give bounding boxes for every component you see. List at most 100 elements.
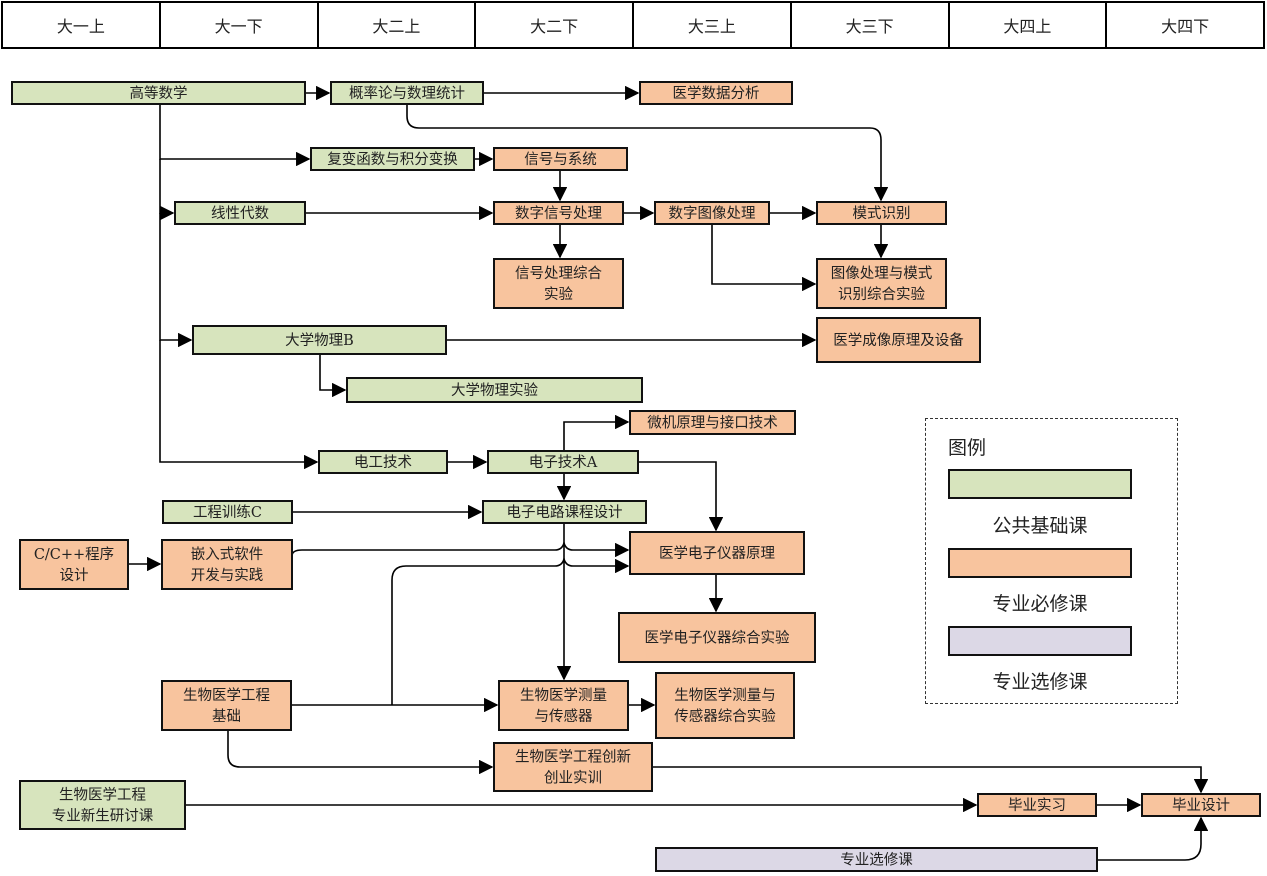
course-label: 设计 (60, 567, 89, 584)
course-zyxx: 专业选修课 (655, 847, 1098, 872)
legend-swatch-public-basic (948, 469, 1132, 499)
course-label: 识别综合实验 (838, 286, 925, 303)
course-box (655, 847, 1098, 872)
legend-swatch-major-elective (948, 626, 1132, 656)
course-label: 生物医学工程 (59, 787, 146, 804)
course-xxds: 线性代数 (174, 201, 306, 225)
course-yxcx: 医学成像原理及设备 (816, 317, 981, 363)
legend: 图例 公共基础课 专业必修课 专业选修课 (925, 418, 1178, 704)
course-label: 实验 (544, 286, 573, 303)
course-box (493, 742, 653, 792)
course-yxdzsy: 医学电子仪器综合实验 (618, 612, 816, 663)
course-label: 模式识别 (853, 205, 911, 222)
legend-label-major-required: 专业必修课 (992, 593, 1088, 615)
course-label: 微机原理与接口技术 (647, 415, 778, 432)
course-label: 电工技术 (354, 454, 412, 471)
course-label: 大学物理B (285, 332, 354, 349)
course-label: 生物医学工程 (183, 687, 270, 704)
course-wjyl: 微机原理与接口技术 (629, 410, 796, 435)
course-bysj: 毕业设计 (1141, 793, 1261, 817)
semester-cell: 大二上 (319, 3, 477, 47)
course-box (346, 377, 643, 403)
course-box (482, 500, 647, 524)
course-label: 创业实训 (544, 770, 602, 787)
semester-cell: 大四下 (1161, 17, 1210, 36)
course-dzjs: 电子技术A (487, 450, 639, 474)
course-label: 嵌入式软件 (191, 546, 264, 563)
edge-gdsx-to-dgjs (159, 340, 319, 470)
course-box (816, 317, 981, 363)
course-box (629, 531, 805, 575)
course-box (654, 201, 770, 225)
course-szxh: 数字信号处理 (493, 201, 624, 225)
course-label: 复变函数与积分变换 (327, 150, 458, 168)
edge-cxcy-to-bysj (652, 766, 1209, 794)
edges-layer (128, 85, 1209, 861)
legend-label-major-elective: 专业选修课 (992, 671, 1088, 693)
course-box (161, 680, 292, 731)
course-label: 电子电路课程设计 (507, 504, 623, 521)
course-label: 医学电子仪器综合实验 (645, 630, 790, 647)
semester-cell: 大二下 (476, 3, 634, 47)
course-gdsx: 高等数学 (11, 81, 306, 105)
semester-cell: 大三上 (634, 3, 792, 47)
course-label: 基础 (212, 708, 241, 725)
course-sztx: 数字图像处理 (654, 201, 770, 225)
course-label: 图像处理与模式 (831, 265, 933, 282)
edge-zyxx-to-bysj (1097, 816, 1209, 861)
course-box (192, 325, 447, 355)
course-box (310, 147, 475, 171)
course-label: 医学电子仪器原理 (659, 545, 775, 562)
semester-cell: 大一下 (161, 3, 319, 47)
course-label: 数字图像处理 (669, 205, 756, 222)
course-box (161, 539, 293, 590)
course-box (977, 793, 1097, 817)
course-box (174, 201, 306, 225)
course-label: 毕业设计 (1172, 797, 1230, 814)
legend-label-public-basic: 公共基础课 (992, 515, 1088, 537)
course-box (655, 672, 795, 739)
course-dzdl: 电子电路课程设计 (482, 500, 647, 524)
edge-sztx-to-txsy (711, 224, 817, 292)
semester-cell: 大一上 (3, 3, 161, 47)
course-box (318, 450, 448, 474)
course-label: 专业新生研讨课 (52, 808, 154, 825)
edge-gdsx-to-fbhs (159, 104, 311, 167)
course-label: 电子技术A (529, 454, 598, 471)
course-label: 生物医学测量与 (674, 687, 776, 704)
edge-dzjs-to-wjyl (563, 414, 630, 451)
course-box (19, 539, 129, 590)
course-box (1141, 793, 1261, 817)
edge-qrs-to-yxdz (291, 540, 630, 558)
course-label: 生物医学测量 (520, 687, 607, 704)
course-label: 信号处理综合 (515, 265, 602, 282)
course-xhxt: 信号与系统 (493, 147, 628, 171)
course-label: 数字信号处理 (515, 205, 602, 222)
course-box (11, 81, 306, 105)
legend-swatch-major-required (948, 548, 1132, 578)
course-box (493, 201, 624, 225)
edge-gdsx-to-dxwl (159, 213, 193, 348)
course-label: 信号与系统 (524, 151, 597, 168)
course-label: 医学成像原理及设备 (833, 332, 964, 349)
course-box (618, 612, 816, 663)
semester-header: 大一上 大一下 大二上 大二下 大三上 大三下 大四上 大四下 (1, 1, 1265, 49)
course-yxdz: 医学电子仪器原理 (629, 531, 805, 575)
course-label: 传感器综合实验 (674, 708, 776, 725)
edge-swgc-to-cxcy (227, 730, 494, 775)
course-box (816, 258, 947, 309)
course-box (487, 450, 639, 474)
course-label: 工程训练C (193, 504, 262, 521)
course-box (498, 680, 629, 731)
semester-cell: 大三下 (792, 3, 950, 47)
course-box (639, 81, 793, 105)
legend-title: 图例 (948, 437, 987, 459)
course-label: 概率论与数理统计 (349, 85, 465, 102)
course-label: 大学物理实验 (451, 382, 538, 399)
